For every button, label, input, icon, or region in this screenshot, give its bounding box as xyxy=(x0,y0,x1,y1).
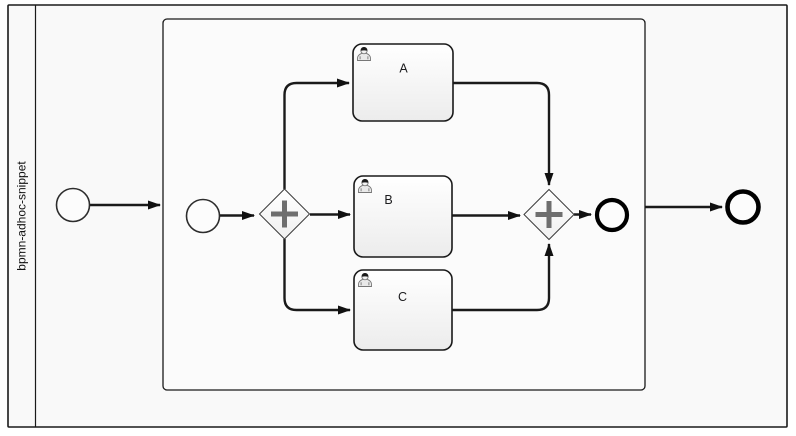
start-event-circle[interactable] xyxy=(55,187,91,223)
subprocess-start-event[interactable] xyxy=(185,198,221,234)
subprocess-end-event[interactable] xyxy=(594,197,630,233)
end-event-circle[interactable] xyxy=(725,189,761,225)
task-rect[interactable] xyxy=(353,175,453,258)
task-b[interactable]: B xyxy=(353,175,453,258)
task-a[interactable]: A xyxy=(352,43,454,122)
sequence-flow-c-to-join[interactable] xyxy=(452,243,554,312)
end-event[interactable] xyxy=(725,189,761,225)
task-label: C xyxy=(398,290,407,304)
sequence-flow-split-to-a[interactable] xyxy=(283,78,350,189)
task-c[interactable]: C xyxy=(353,269,453,351)
parallel-gateway-join[interactable] xyxy=(523,188,575,241)
pool-label: bpmn-adhoc-snippet xyxy=(15,161,29,271)
sequence-flow-a-to-join[interactable] xyxy=(453,81,554,186)
subprocess-end-event-circle[interactable] xyxy=(594,197,630,233)
sequence-flow-split-to-c[interactable] xyxy=(283,239,351,315)
sequence-flows xyxy=(90,78,723,315)
parallel-gateway-split[interactable] xyxy=(258,188,311,240)
task-rect[interactable] xyxy=(352,43,454,122)
task-rect[interactable] xyxy=(353,269,453,351)
subprocess-start-event-circle[interactable] xyxy=(185,198,221,234)
start-event[interactable] xyxy=(55,187,91,223)
task-label: B xyxy=(384,193,392,207)
task-label: A xyxy=(399,62,408,76)
